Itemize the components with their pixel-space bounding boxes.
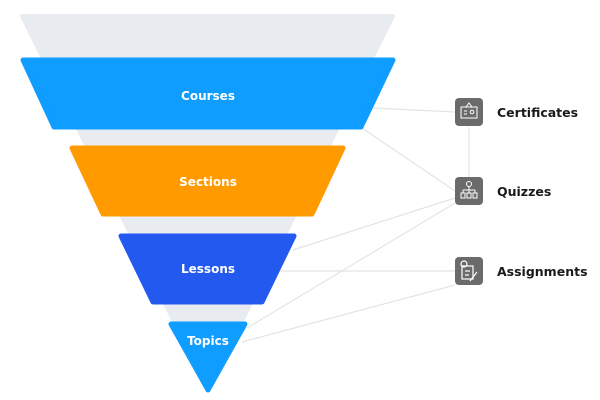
clipboard-pencil-icon: [460, 260, 478, 282]
level-label: Lessons: [181, 262, 235, 276]
feature-label: Assignments: [497, 264, 588, 279]
connector: [292, 197, 456, 251]
funnel-level-courses[interactable]: Courses: [20, 57, 396, 130]
feature-certificates[interactable]: Certificates: [455, 98, 578, 126]
connector: [361, 127, 456, 192]
feature-label: Certificates: [497, 105, 578, 120]
feature-assignments[interactable]: Assignments: [455, 257, 588, 285]
certificate-icon: [460, 102, 478, 119]
level-label: Sections: [179, 175, 237, 189]
connector: [241, 284, 456, 343]
feature-label: Quizzes: [497, 184, 551, 199]
funnel-level-lessons[interactable]: Lessons: [118, 233, 297, 305]
level-label: Topics: [187, 334, 229, 348]
connector: [372, 107, 456, 113]
hierarchy-check-icon: [460, 181, 478, 199]
funnel-level-topics[interactable]: Topics: [168, 321, 248, 393]
connectors: [241, 107, 470, 343]
funnel-level-sections[interactable]: Sections: [69, 145, 346, 217]
feature-quizzes[interactable]: Quizzes: [455, 177, 551, 205]
connector: [246, 202, 456, 329]
level-label: Courses: [181, 89, 235, 103]
